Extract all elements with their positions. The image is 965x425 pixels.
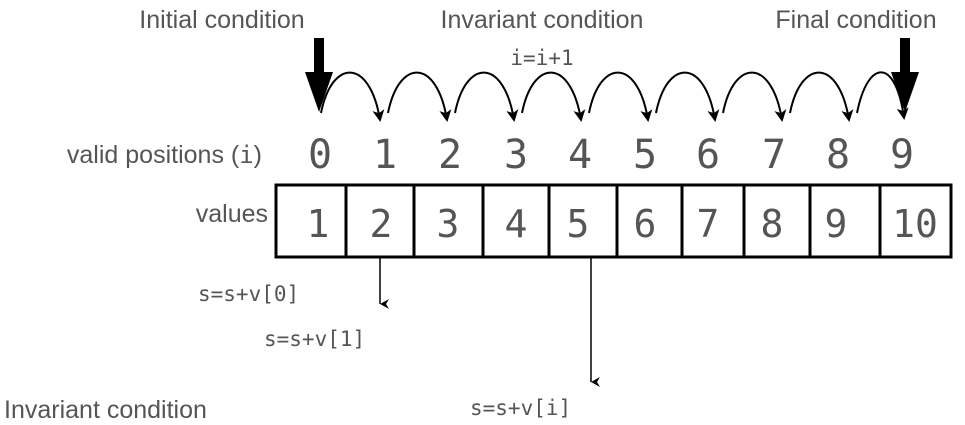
index-row: 0 1 2 3 4 5 6 7 8 9	[308, 132, 914, 178]
initial-condition-arrow	[305, 38, 333, 112]
invariant-condition-bottom-label: Invariant condition	[4, 396, 207, 424]
array-value: 4	[505, 202, 528, 246]
final-condition-arrow	[891, 38, 919, 112]
increment-label: i=i+1	[510, 46, 573, 70]
values-label: values	[196, 200, 268, 228]
initial-condition-label: Initial condition	[139, 6, 304, 34]
iteration-arc	[588, 71, 653, 122]
array-value: 6	[634, 202, 657, 246]
index-label: 4	[568, 132, 592, 178]
iteration-arc	[521, 71, 586, 122]
index-label: 9	[890, 132, 914, 178]
iteration-arc	[856, 71, 909, 120]
array-value: 7	[697, 202, 720, 246]
index-label: 3	[504, 132, 528, 178]
iteration-arc	[655, 71, 720, 122]
step-general-label: s=s+v[i]	[470, 396, 571, 420]
array-value: 9	[825, 202, 848, 246]
index-label: 2	[438, 132, 462, 178]
iteration-arc	[320, 71, 385, 122]
array-value: 3	[437, 202, 460, 246]
index-label: 0	[308, 132, 332, 178]
array-value: 10	[892, 202, 938, 246]
iteration-arc	[789, 71, 854, 122]
index-label: 5	[633, 132, 657, 178]
index-label: 1	[373, 132, 397, 178]
invariant-condition-top-label: Invariant condition	[441, 6, 644, 34]
index-label: 6	[696, 132, 720, 178]
array-value: 2	[370, 202, 393, 246]
index-label: 8	[826, 132, 850, 178]
iteration-arc	[722, 71, 787, 122]
array-value: 5	[567, 202, 590, 246]
step-first-label: s=s+v[0]	[198, 282, 299, 306]
iteration-arc	[387, 71, 452, 122]
valid-positions-label: valid positions (i)	[67, 141, 262, 169]
index-label: 7	[762, 132, 786, 178]
array-border	[274, 183, 953, 259]
array-value: 8	[761, 202, 784, 246]
iteration-arcs	[320, 71, 909, 122]
iteration-arc	[454, 71, 519, 122]
final-condition-label: Final condition	[775, 6, 936, 34]
array-value: 1	[307, 202, 330, 246]
step-second-label: s=s+v[1]	[264, 327, 365, 351]
values-array: 1 2 3 4 5 6 7 8 9 10	[274, 183, 953, 259]
